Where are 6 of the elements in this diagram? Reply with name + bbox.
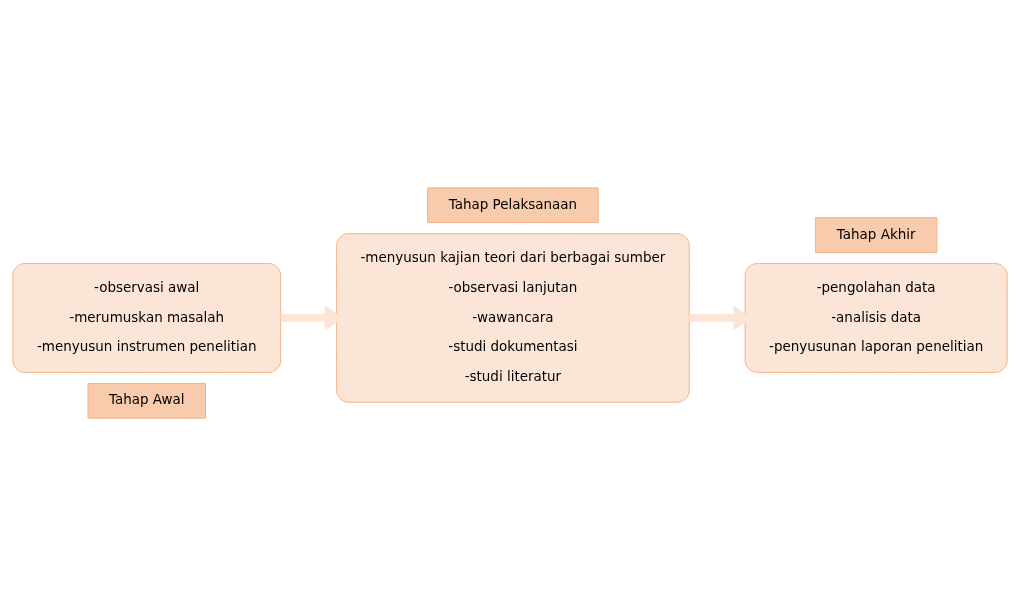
node-box: Tahap Awal [87, 382, 206, 419]
node-box: -observasi awal -merumuskan masalah -menyusun instrumen penelitian [12, 262, 282, 373]
node-box: Tahap Pelaksanaan [427, 186, 599, 223]
node-box: Tahap Akhir [814, 216, 938, 253]
node-box: -menyusun kajian teori dari berbagai sumber -observasi lanjutan -wawancara -studi dokumentasi -studi literatur [336, 232, 690, 403]
node-box: -pengolahan data -analisis data -penyusunan laporan penelitian [744, 262, 1008, 373]
